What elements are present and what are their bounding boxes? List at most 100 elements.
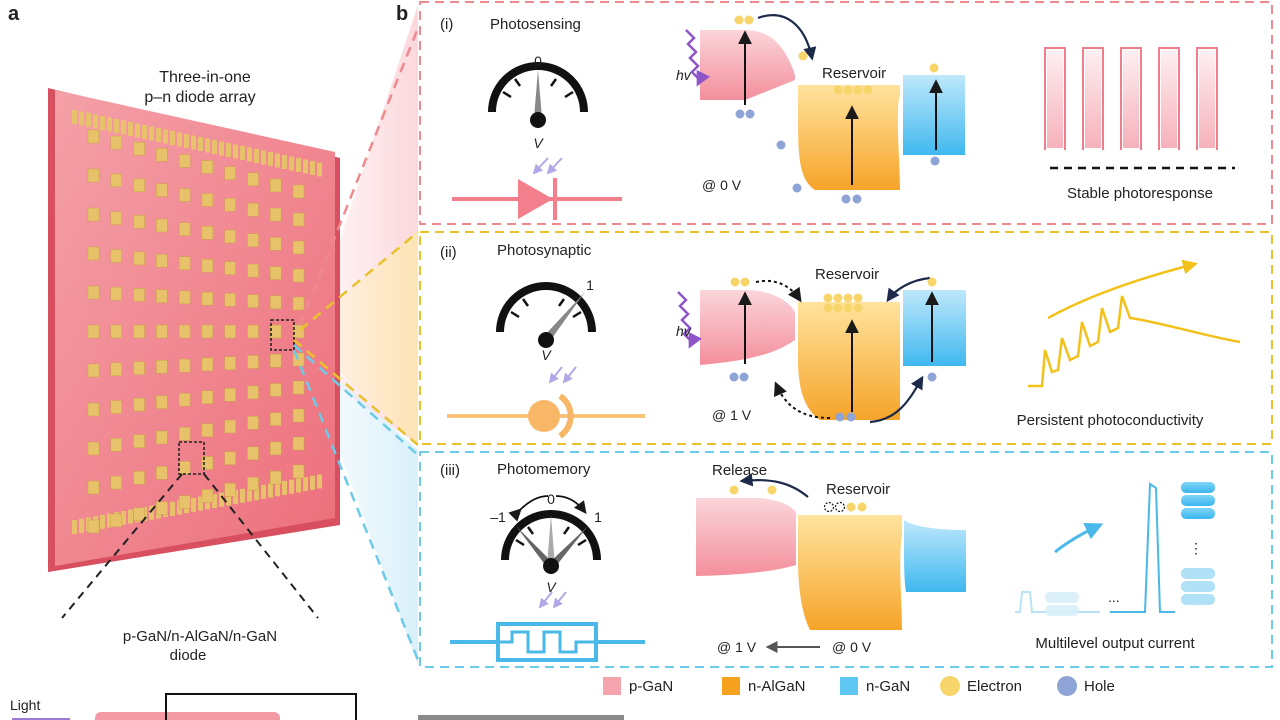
legend-swatch	[603, 677, 621, 695]
electron	[740, 277, 750, 287]
contact-pad	[149, 126, 154, 141]
contact-pad	[268, 483, 273, 498]
diode-pixel	[292, 436, 305, 451]
contact-pad	[254, 149, 259, 163]
diode-pixel	[269, 324, 282, 339]
cross-section-frame	[165, 693, 357, 720]
diode-pixel	[224, 198, 236, 212]
row1-title: Photosensing	[490, 16, 581, 33]
diode-pixel	[247, 385, 259, 400]
link-line-row2	[299, 231, 419, 331]
diode-pixel	[87, 402, 100, 417]
contact-pad	[86, 113, 91, 127]
row3-title: Photomemory	[497, 461, 591, 478]
contact-pad	[240, 488, 245, 503]
electron	[833, 293, 843, 303]
contact-pad	[310, 161, 315, 175]
contact-pad	[72, 110, 77, 124]
diode-pixel	[292, 324, 305, 339]
diode-pixel	[224, 324, 236, 339]
electron	[853, 85, 863, 95]
contact-pad	[289, 479, 294, 494]
gauge-var: V	[533, 135, 544, 151]
zoom-box-diode	[178, 441, 205, 475]
electron	[846, 502, 856, 512]
multilevel-output: ... ⋮	[1015, 482, 1215, 616]
contact-pad	[191, 135, 196, 150]
diode-pixel	[201, 456, 214, 470]
legend-label: n-GaN	[866, 678, 910, 695]
hole	[792, 183, 802, 193]
diode-pixel	[133, 288, 145, 302]
diode-pixel	[247, 172, 259, 187]
diode-pixel	[269, 266, 282, 280]
contact-pad	[289, 156, 294, 171]
micrograph-strip	[418, 715, 624, 720]
diode-pixel	[224, 419, 236, 434]
contact-pad	[128, 122, 133, 136]
diode-pixel	[201, 258, 214, 273]
gauge-pos: 1	[594, 509, 602, 525]
diode-pixel	[178, 256, 191, 271]
diode-pixel	[87, 363, 100, 378]
electron	[853, 293, 863, 303]
hole	[927, 372, 937, 382]
gauge-row1: 0 V	[488, 53, 588, 151]
electron	[833, 85, 843, 95]
hole	[841, 194, 851, 204]
electron	[767, 485, 777, 495]
diode-pixel	[110, 438, 123, 452]
legend-swatch	[840, 677, 858, 695]
hv-label: hv	[676, 323, 692, 339]
diode-pixel	[156, 218, 168, 233]
database-layer	[1045, 605, 1079, 616]
legend-label: p-GaN	[629, 678, 673, 695]
diode-pixel	[110, 249, 123, 263]
diode-pixel	[178, 154, 191, 168]
diode-pixel	[224, 451, 236, 465]
row2-caption: Persistent photoconductivity	[1017, 412, 1204, 429]
contact-pad	[198, 137, 203, 151]
database-layer	[1181, 568, 1215, 579]
contact-pad	[156, 128, 161, 142]
diode-pixel	[201, 423, 214, 437]
database-icons	[1045, 482, 1215, 616]
electron-vacancy	[834, 501, 846, 513]
hole	[835, 412, 845, 422]
contact-pad	[296, 478, 301, 493]
diode-pixel	[87, 246, 100, 261]
link-line-row1	[298, 27, 420, 326]
row-photomemory: (iii) Photomemory –1 0 1 V	[440, 461, 1215, 662]
diode-pixel	[224, 388, 236, 402]
contact-pad	[163, 129, 168, 144]
diode-pixel	[247, 355, 259, 369]
device-array	[55, 90, 335, 566]
legend-item-electron: Electron	[940, 676, 1022, 696]
diode-pixel	[133, 178, 145, 193]
pulse-fill	[1085, 50, 1101, 148]
pulse-fill	[1199, 50, 1215, 148]
diode-pixel	[247, 416, 259, 430]
trend-arrow	[1047, 259, 1198, 320]
bias-label-left: @ 1 V	[717, 639, 757, 655]
contact-pad	[93, 114, 98, 129]
contact-pad	[282, 481, 287, 495]
legend-item-n-gan: n-GaN	[840, 677, 910, 695]
diode-pixel	[178, 188, 191, 202]
diode-pixel	[269, 441, 282, 456]
diode-pixel	[247, 324, 259, 339]
electron	[798, 51, 808, 61]
ppc-trace	[1028, 295, 1241, 388]
contact-pad	[317, 474, 322, 489]
row3-caption: Multilevel output current	[1035, 635, 1195, 652]
gauge-row3: –1 0 1 V	[490, 491, 602, 595]
diode-pixel	[133, 397, 145, 412]
diode-pixel	[87, 285, 100, 300]
row-photosynaptic: (ii) Photosynaptic 1 V	[440, 242, 1241, 439]
light-label: Light	[10, 697, 40, 713]
pulse-fill	[1161, 50, 1177, 148]
diode-pixel	[156, 254, 168, 268]
row2-index: (ii)	[440, 244, 457, 261]
row-box-photomemory	[419, 451, 1273, 668]
diode-pixel	[87, 480, 100, 495]
